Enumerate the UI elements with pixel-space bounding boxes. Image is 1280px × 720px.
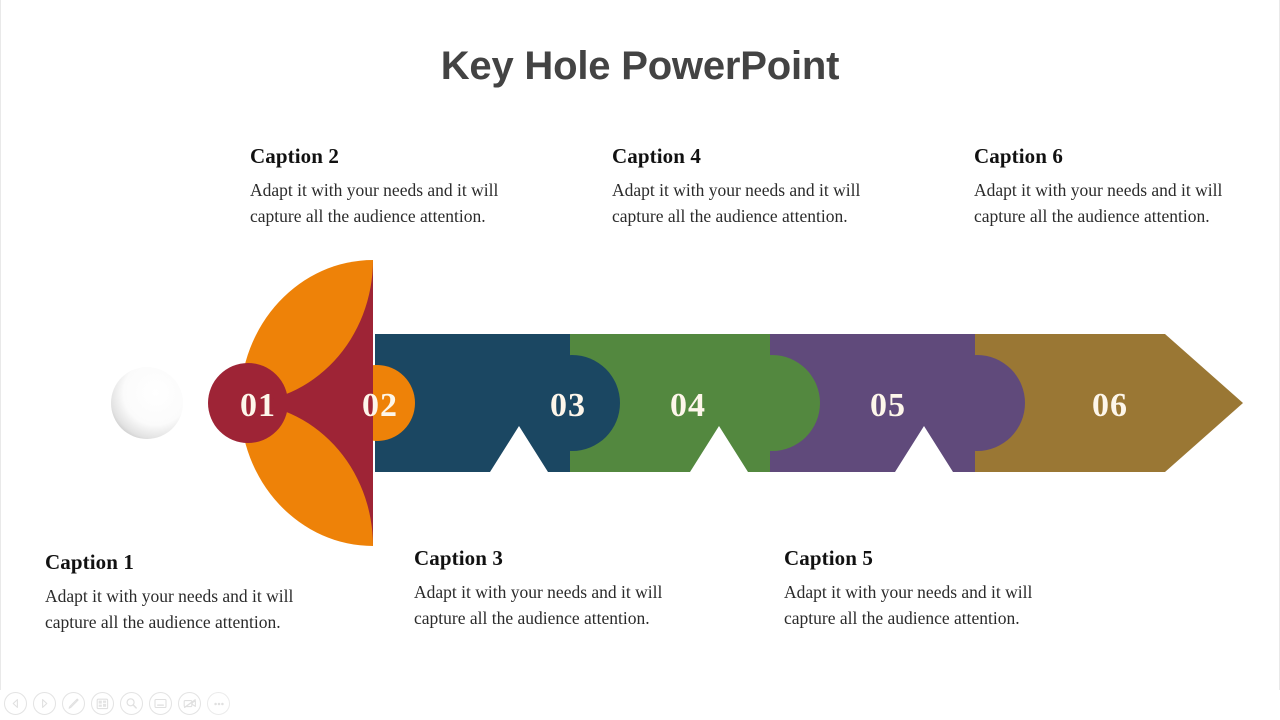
key-segment-04-number: 04 [670, 387, 706, 424]
ellipsis-icon [213, 702, 224, 705]
caption-6-body: Adapt it with your needs and it will cap… [974, 180, 1223, 226]
more-options-button[interactable] [207, 692, 230, 715]
caption-block-1: Caption 1 Adapt it with your needs and i… [45, 550, 303, 635]
caption-3-title: Caption 3 [414, 546, 504, 570]
grid-slides-icon [96, 698, 109, 709]
caption-4-body: Adapt it with your needs and it will cap… [612, 180, 861, 226]
key-segment-06-number: 06 [1092, 387, 1128, 424]
previous-slide-button[interactable] [4, 692, 27, 715]
slide-left-border [0, 0, 1, 690]
caption-block-6: Caption 6 Adapt it with your needs and i… [974, 144, 1232, 229]
pen-icon [68, 698, 79, 709]
magnifier-icon [126, 698, 137, 709]
caption-2-body: Adapt it with your needs and it will cap… [250, 180, 499, 226]
caption-block-3: Caption 3 Adapt it with your needs and i… [414, 546, 672, 631]
caption-6-title: Caption 6 [974, 144, 1064, 168]
pen-tool-button[interactable] [62, 692, 85, 715]
key-segment-03-number: 03 [550, 387, 586, 424]
key-segment-01-head-half [240, 260, 373, 546]
key-segment-06[interactable] [975, 334, 1243, 472]
key-segment-01-number: 01 [240, 387, 276, 424]
caption-block-2: Caption 2 Adapt it with your needs and i… [250, 144, 508, 229]
caption-block-5: Caption 5 Adapt it with your needs and i… [784, 546, 1042, 631]
caption-block-4: Caption 4 Adapt it with your needs and i… [612, 144, 870, 229]
caption-1-body: Adapt it with your needs and it will cap… [45, 586, 294, 632]
camera-off-button[interactable] [178, 692, 201, 715]
caption-2-title: Caption 2 [250, 144, 340, 168]
subtitles-button[interactable] [149, 692, 172, 715]
triangle-left-icon [12, 699, 18, 708]
key-segment-01[interactable] [111, 260, 373, 546]
camera-off-icon [183, 699, 196, 709]
key-segment-06-shape [975, 334, 1243, 472]
key-segment-02-number: 02 [362, 387, 398, 424]
caption-4-title: Caption 4 [612, 144, 702, 168]
page-title: Key Hole PowerPoint [440, 44, 840, 88]
caption-box-icon [154, 698, 167, 709]
key-hole-infographic: 01 02 03 04 05 06 [100, 248, 1260, 554]
keyhole-icon [111, 367, 183, 439]
key-segment-05-number: 05 [870, 387, 906, 424]
next-slide-button[interactable] [33, 692, 56, 715]
triangle-right-icon [42, 699, 48, 708]
all-slides-button[interactable] [91, 692, 114, 715]
caption-1-title: Caption 1 [45, 550, 135, 574]
zoom-tool-button[interactable] [120, 692, 143, 715]
caption-3-body: Adapt it with your needs and it will cap… [414, 582, 663, 628]
caption-5-title: Caption 5 [784, 546, 874, 570]
presentation-player-toolbar [4, 692, 230, 715]
caption-5-body: Adapt it with your needs and it will cap… [784, 582, 1033, 628]
